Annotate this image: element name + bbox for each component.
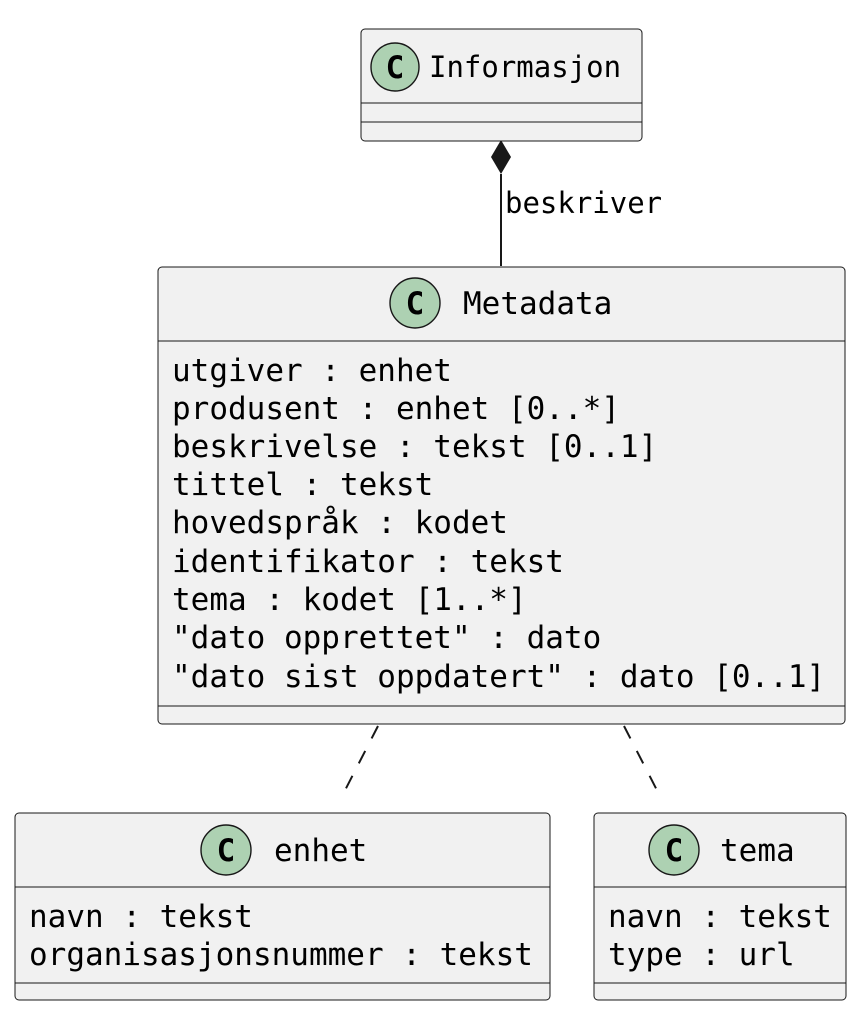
composition-diamond-icon (491, 140, 511, 174)
class-spot-letter: C (406, 286, 425, 322)
class-spot-letter: C (217, 833, 236, 869)
attribute: identifikator : tekst (172, 544, 564, 580)
attribute: tittel : tekst (172, 467, 433, 503)
class-spot-icon (389, 277, 441, 329)
class-enhet-name: enhet (274, 833, 367, 869)
class-informasjon-name: Informasjon (429, 50, 621, 84)
class-spot-letter: C (386, 50, 405, 86)
class-informasjon-box (360, 28, 643, 142)
relation-composition-beskriver: beskriver (491, 140, 662, 266)
class-spot-icon (648, 824, 700, 876)
class-enhet[interactable]: C enhet navn : tekst organisasjonsnummer… (14, 812, 551, 1001)
attribute: organisasjonsnummer : tekst (29, 937, 533, 973)
attribute: tema : kodet [1..*] (172, 582, 527, 618)
class-metadata-attributes: utgiver : enhet produsent : enhet [0..*]… (172, 353, 825, 695)
attribute: beskrivelse : tekst [0..1] (172, 429, 657, 465)
class-spot-icon (200, 824, 252, 876)
class-tema[interactable]: C tema navn : tekst type : url (593, 812, 847, 1001)
class-metadata-box (157, 266, 846, 725)
class-tema-name: tema (720, 833, 795, 869)
attribute: produsent : enhet [0..*] (172, 391, 620, 427)
class-metadata-name: Metadata (463, 286, 612, 322)
relation-label-beskriver: beskriver (505, 186, 662, 220)
class-spot-icon (370, 42, 420, 92)
dependency-metadata-tema (623, 725, 663, 801)
dependency-metadata-enhet (339, 725, 379, 801)
class-spot-letter: C (665, 833, 684, 869)
attribute: utgiver : enhet (172, 353, 452, 389)
attribute: type : url (608, 937, 795, 973)
class-metadata[interactable]: C Metadata utgiver : enhet produsent : e… (157, 266, 846, 725)
attribute: "dato opprettet" : dato (172, 620, 601, 656)
attribute: hovedspråk : kodet (172, 505, 508, 541)
attribute: "dato sist oppdatert" : dato [0..1] (172, 659, 825, 695)
class-informasjon[interactable]: C Informasjon (360, 28, 643, 142)
attribute: navn : tekst (29, 899, 253, 935)
class-enhet-box (14, 812, 551, 1001)
attribute: navn : tekst (608, 899, 832, 935)
